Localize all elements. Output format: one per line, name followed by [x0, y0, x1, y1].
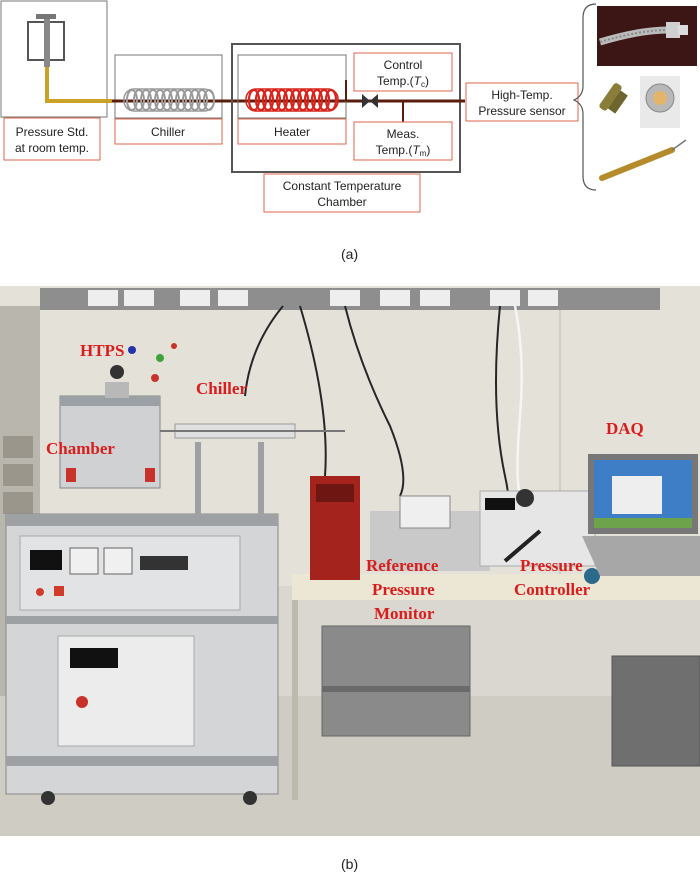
sensor-photo-2 [599, 76, 680, 128]
heater-label-box [237, 118, 347, 145]
chamber-label-1: Constant Temperature [283, 179, 402, 193]
rack-cabinet [5, 513, 279, 805]
sensor-label-2: Pressure sensor [478, 104, 565, 118]
reference-label-2: Pressure [372, 580, 435, 599]
sensor-photo-3 [599, 139, 687, 181]
pressure-std-label-box [3, 117, 101, 161]
htps-label: HTPS [80, 341, 124, 360]
schematic-diagram: Pressure Std. at room temp. Chiller Heat… [0, 0, 697, 213]
pressure-std-label-2: at room temp. [15, 141, 89, 155]
gold-tube [45, 67, 112, 103]
valve-icon [362, 94, 378, 108]
htps-markers [128, 343, 177, 382]
chiller-photo-label: Chiller [196, 379, 247, 398]
pressure-std-icon [27, 14, 65, 67]
meas-temp-label-1: Meas. [387, 127, 420, 141]
control-temp-label-1: Control [384, 58, 423, 72]
sensor-brace [572, 3, 597, 191]
caption-a: (a) [341, 246, 359, 262]
chiller-coil [123, 88, 215, 112]
pressure-std-frame [0, 0, 108, 118]
control-temp-label-2: Temp.(Tc) [377, 74, 429, 89]
heater-coil [245, 88, 339, 112]
control-temp-box [353, 52, 453, 92]
chamber-device [59, 365, 161, 489]
chamber-label-box [263, 173, 421, 213]
chiller-device [160, 423, 345, 522]
daq-laptop [582, 454, 700, 576]
daq-label: DAQ [606, 419, 644, 438]
meas-temp-label-2: Temp.(Tm) [376, 143, 431, 158]
chiller-frame [114, 54, 223, 119]
chiller-label-box [114, 118, 223, 145]
controller-label-2: Controller [514, 580, 591, 599]
meas-temp-box [353, 121, 453, 161]
chamber-label-2: Chamber [317, 195, 366, 209]
lab-photo: HTPS Chiller Chamber DAQ Reference Press… [0, 286, 700, 836]
chiller-label: Chiller [151, 125, 185, 139]
sensor-label-1: High-Temp. [491, 88, 552, 102]
reference-label-1: Reference [366, 556, 439, 575]
chamber-photo-label: Chamber [46, 439, 115, 458]
case-left [321, 625, 471, 737]
reference-label-3: Monitor [374, 604, 435, 623]
controller-label-1: Pressure [520, 556, 583, 575]
caption-b: (b) [341, 856, 359, 872]
chamber-frame [231, 43, 461, 173]
case-right [611, 655, 700, 767]
pressure-std-label-1: Pressure Std. [16, 125, 89, 139]
sensor-label-box [465, 82, 579, 122]
heater-label: Heater [274, 125, 310, 139]
sensor-photo-1 [597, 6, 697, 66]
